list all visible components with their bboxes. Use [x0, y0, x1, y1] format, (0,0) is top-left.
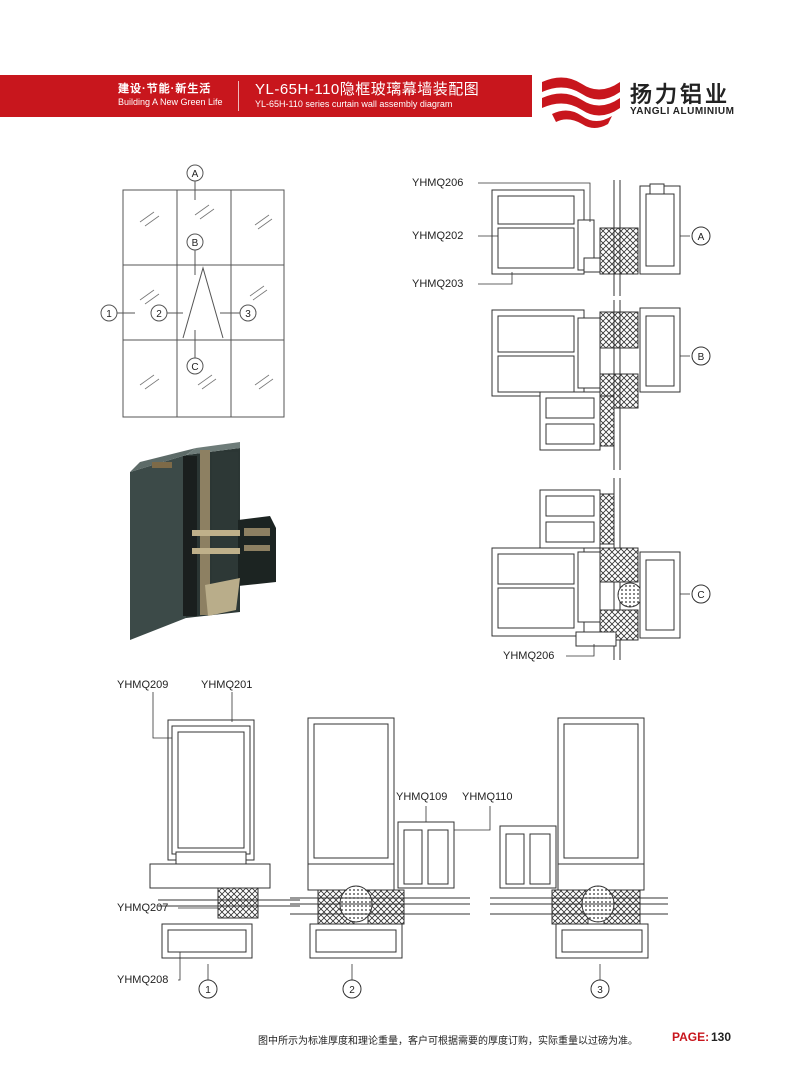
elevation-grid — [100, 164, 285, 418]
slogan-english: Building A New Green Life — [118, 97, 223, 107]
section-marker-b: B — [698, 352, 705, 363]
footer-note: 图中所示为标准厚度和理论重量，客户可根据需要的厚度订购，实际重量以过磅为准。 — [258, 1036, 638, 1047]
part-label-yhmq202: YHMQ202 — [412, 230, 464, 242]
elevation-marker-1: 1 — [106, 309, 112, 320]
plan-section-3 — [490, 717, 668, 999]
brand-name-english: YANGLI ALUMINIUM — [630, 106, 735, 117]
plan-marker-1: 1 — [205, 985, 211, 996]
vertical-section — [478, 180, 711, 660]
header-banner — [0, 75, 532, 117]
page-label: PAGE: — [672, 1030, 710, 1044]
part-label-yhmq201: YHMQ201 — [201, 679, 253, 691]
part-label-yhmq110: YHMQ110 — [462, 791, 513, 803]
page-number: 130 — [711, 1030, 732, 1044]
plan-section-2 — [290, 717, 491, 999]
brand-logo-icon — [542, 77, 620, 128]
plan-marker-3: 3 — [597, 985, 603, 996]
section-marker-a: A — [698, 232, 705, 243]
page-title: YL-65H-110隐框玻璃幕墙装配图 — [255, 81, 480, 98]
plan-marker-2: 2 — [349, 985, 355, 996]
slogan-chinese: 建设·节能·新生活 — [118, 83, 212, 95]
part-label-yhmq207: YHMQ207 — [117, 902, 169, 914]
part-label-yhmq206-bottom: YHMQ206 — [503, 650, 555, 662]
banner-divider — [238, 81, 239, 111]
part-label-yhmq206-top: YHMQ206 — [412, 177, 464, 189]
part-label-yhmq209: YHMQ209 — [117, 679, 169, 691]
elevation-marker-c: C — [191, 362, 198, 373]
elevation-marker-a: A — [192, 169, 199, 180]
elevation-marker-3: 3 — [245, 309, 251, 320]
part-label-yhmq109: YHMQ109 — [396, 791, 448, 803]
plan-section-1 — [149, 692, 300, 999]
part-label-yhmq203: YHMQ203 — [412, 278, 464, 290]
brand-name-chinese: 扬力铝业 — [630, 82, 731, 107]
page-subtitle: YL-65H-110 series curtain wall assembly … — [255, 99, 453, 109]
section-marker-c: C — [697, 590, 704, 601]
elevation-marker-b: B — [192, 238, 199, 249]
elevation-marker-2: 2 — [156, 309, 162, 320]
profile-3d-render — [130, 442, 276, 640]
part-label-yhmq208: YHMQ208 — [117, 974, 169, 986]
